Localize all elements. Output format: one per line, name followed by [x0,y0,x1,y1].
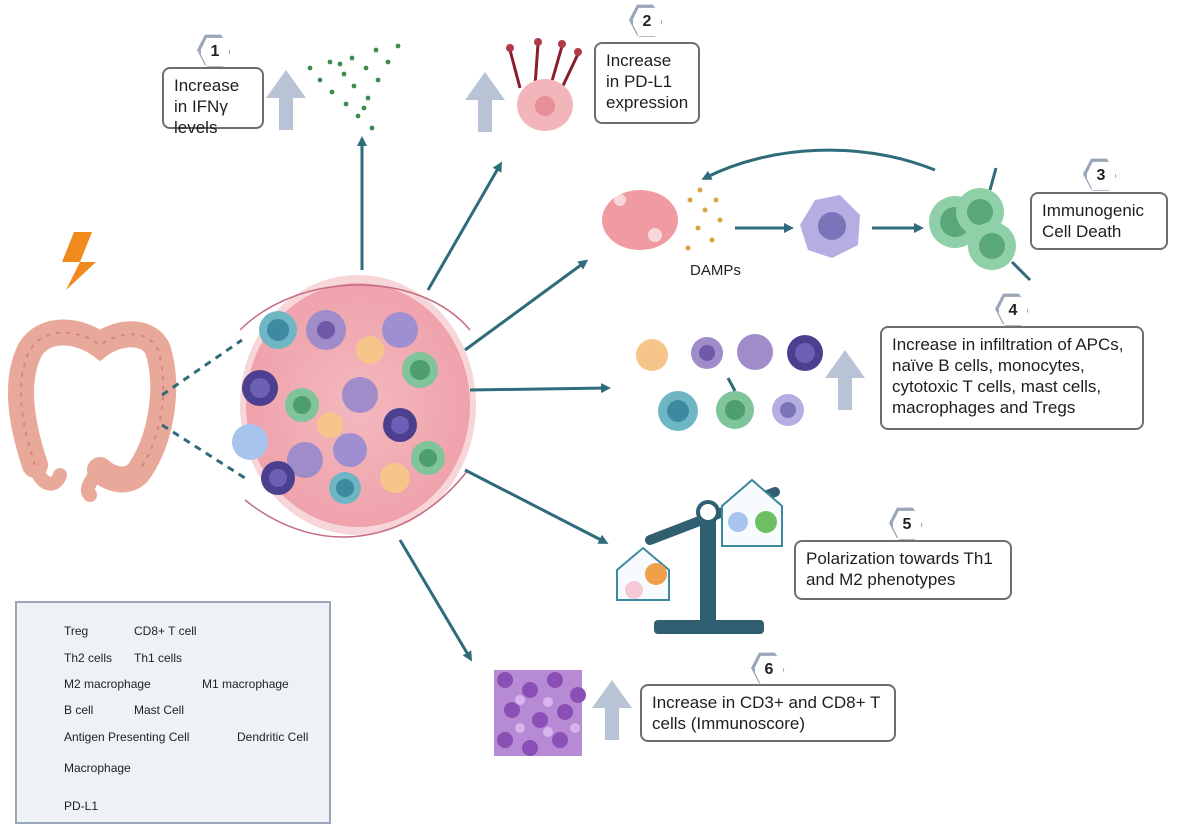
legend-label-cd8: CD8+ T cell [134,624,197,638]
legend-label-th2: Th2 cells [64,651,113,665]
balance-scale-icon [616,478,783,634]
up-arrow-1 [266,70,306,130]
up-arrow-2 [465,72,505,132]
step-5-badge: 5 [891,510,923,540]
legend-label-pd-l1: PD-L1 [64,799,99,813]
step-3-badge: 3 [1085,161,1117,191]
legend-label-dendritic: Dendritic Cell [237,730,309,744]
step-5-text: Polarization towards Th1 and M2 phenotyp… [794,540,1012,600]
ifn-gamma-dots [307,43,401,131]
legend-label-th1: Th1 cells [134,651,183,665]
immunoscore-tissue-icon [494,670,586,756]
step-1-badge: 1 [199,37,231,67]
t-cell-cluster-icon [929,167,1032,282]
legend-label-m1: M1 macrophage [202,677,289,691]
step-6-badge: 6 [753,655,785,685]
legend-label-b-cell: B cell [64,703,94,717]
pd-l1-cell-icon [506,38,582,131]
dying-tumor-cell-icon [602,190,678,250]
step-2-text: Increase in PD-L1 expression [594,42,700,124]
step-3-text: Immunogenic Cell Death [1030,192,1168,250]
dendritic-activated-icon [800,195,860,258]
up-arrow-4 [825,350,865,410]
step-4-badge: 4 [997,296,1029,326]
legend-label-treg: Treg [64,624,89,638]
up-arrow-6 [592,680,632,740]
tumor-microenvironment [232,275,476,538]
lightning-icon [62,232,96,290]
legend-label-m2: M2 macrophage [64,677,151,691]
infiltrating-cells [636,334,823,431]
step-6-text: Increase in CD3+ and CD8+ T cells (Immun… [640,684,896,742]
legend-label-mast: Mast Cell [134,703,185,717]
step-1-text: Increase in IFNγ levels [162,67,264,137]
legend [15,601,331,824]
legend-label-macrophage: Macrophage [64,761,131,775]
step-4-text: Increase in infiltration of APCs, naïve … [880,326,1144,430]
damps-particles [685,187,723,251]
damps-label: DAMPs [690,262,741,279]
step-2-badge: 2 [631,7,663,37]
colon-icon [7,319,177,502]
legend-label-apc: Antigen Presenting Cell [64,730,190,744]
